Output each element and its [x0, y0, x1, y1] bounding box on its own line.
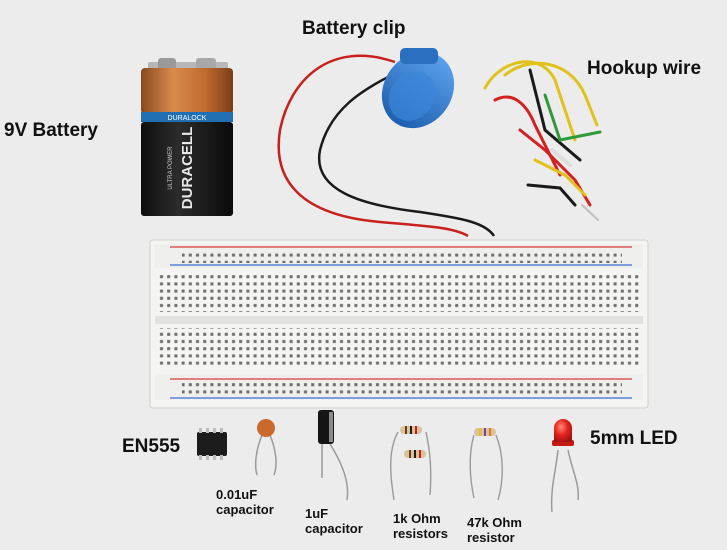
electrolytic-capacitor — [318, 410, 349, 501]
battery-band-text: DURALOCK — [168, 115, 207, 122]
led — [550, 419, 580, 513]
ic-chip — [197, 428, 227, 460]
label-cap-small-type: capacitor — [216, 501, 274, 517]
label-res-1k-value: 1k Ohm — [393, 511, 441, 526]
resistor-1k — [390, 426, 432, 501]
battery-brand-text: DURACELL — [179, 127, 196, 210]
label-led: 5mm LED — [590, 428, 678, 449]
label-res-47k-type: resistor — [467, 529, 515, 545]
ceramic-capacitor — [254, 419, 277, 476]
battery-clip — [277, 48, 496, 238]
label-cap-large-value: 1uF — [305, 506, 329, 521]
label-cap-small: 0.01uF capacitor — [216, 487, 274, 518]
nine-volt-battery: DURALOCK DURACELL ULTRA POWER — [141, 58, 233, 216]
label-ic: EN555 — [122, 436, 181, 457]
label-res-47k-value: 47k Ohm — [467, 515, 522, 530]
label-res-1k-type: resistors — [393, 525, 448, 541]
label-hookup-wire: Hookup wire — [587, 58, 702, 79]
hookup-wires — [483, 60, 602, 221]
label-9v-battery: 9V Battery — [4, 120, 98, 141]
breadboard — [149, 239, 649, 409]
label-res-47k: 47k Ohm resistor — [467, 515, 522, 546]
label-cap-small-value: 0.01uF — [216, 487, 258, 502]
label-res-1k: 1k Ohm resistors — [393, 511, 448, 542]
resistor-47k — [469, 428, 503, 501]
label-cap-large-type: capacitor — [305, 520, 363, 536]
label-cap-large: 1uF capacitor — [305, 506, 363, 537]
battery-sub-text: ULTRA POWER — [168, 146, 174, 190]
label-battery-clip: Battery clip — [302, 18, 406, 39]
